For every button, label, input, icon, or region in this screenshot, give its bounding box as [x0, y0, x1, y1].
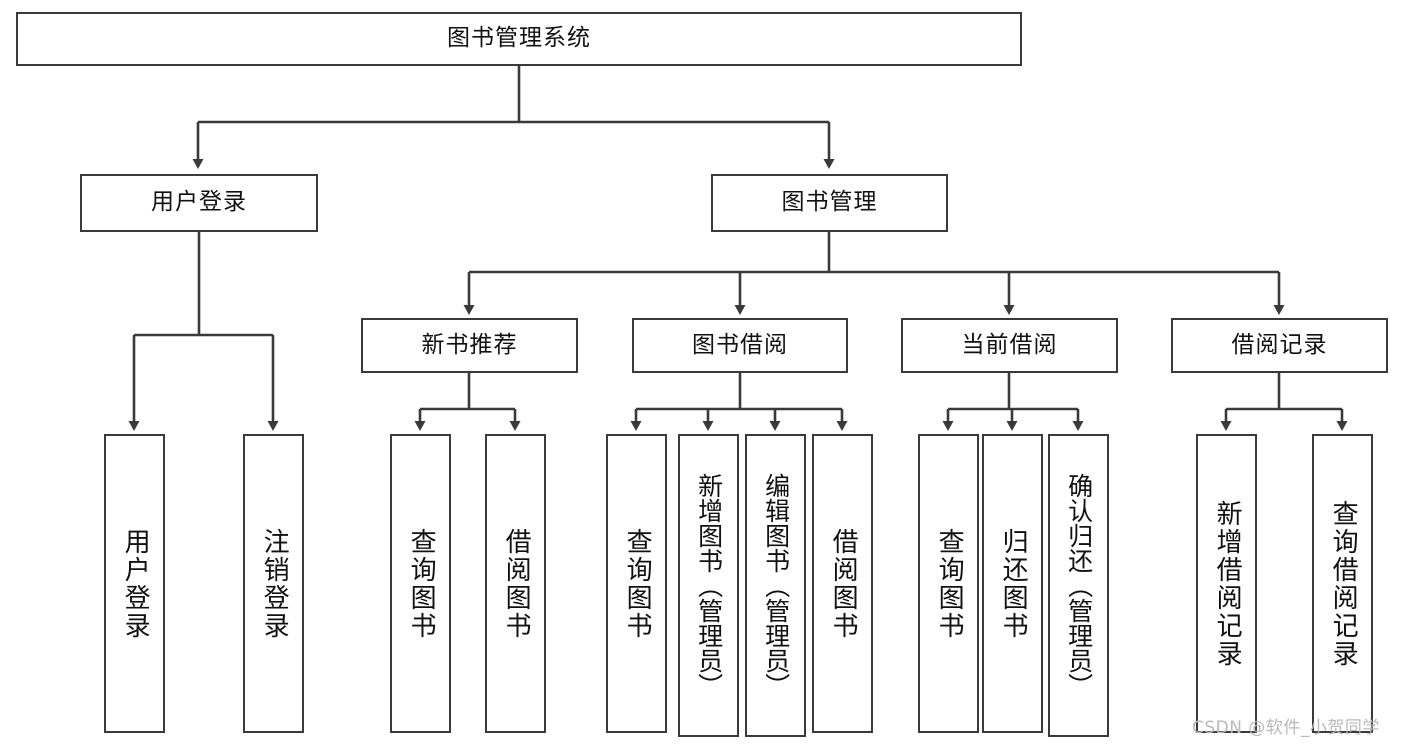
leaf-borrow-book-bb-label: 借阅图书: [828, 527, 859, 640]
leaf-return-book-label: 归还图书: [998, 527, 1029, 640]
leaf-query-book-bb[interactable]: 查询图书: [606, 434, 667, 733]
leaf-add-borrow-record-label: 新增借阅记录: [1212, 499, 1243, 668]
leaf-query-book-nbr-label: 查询图书: [406, 527, 437, 640]
leaf-query-book-nbr[interactable]: 查询图书: [390, 434, 451, 733]
leaf-user-login-label: 用户登录: [120, 527, 151, 640]
leaf-return-book[interactable]: 归还图书: [982, 434, 1043, 733]
leaf-query-book-cb[interactable]: 查询图书: [918, 434, 979, 733]
leaf-add-book-admin-label: 新增图书（管理员）: [694, 473, 724, 698]
leaf-borrow-book-bb[interactable]: 借阅图书: [812, 434, 873, 733]
leaf-add-book-admin[interactable]: 新增图书（管理员）: [678, 434, 739, 737]
leaf-add-borrow-record[interactable]: 新增借阅记录: [1196, 434, 1257, 733]
node-borrow-record-label: 借阅记录: [1231, 331, 1328, 358]
node-current-borrow-label: 当前借阅: [961, 331, 1058, 358]
leaf-query-borrow-record-label: 查询借阅记录: [1328, 499, 1359, 668]
leaf-query-book-bb-label: 查询图书: [622, 527, 653, 640]
node-borrow-record[interactable]: 借阅记录: [1171, 318, 1388, 373]
leaf-user-login[interactable]: 用户登录: [104, 434, 165, 733]
node-root-label: 图书管理系统: [447, 25, 591, 52]
leaf-confirm-return-admin-label: 确认归还（管理员）: [1064, 473, 1094, 698]
node-book-borrow[interactable]: 图书借阅: [632, 318, 848, 373]
node-new-book-recommend-label: 新书推荐: [421, 331, 518, 358]
leaf-logout-label: 注销登录: [259, 527, 290, 640]
leaf-logout[interactable]: 注销登录: [243, 434, 304, 733]
leaf-edit-book-admin[interactable]: 编辑图书（管理员）: [745, 434, 806, 737]
node-user-login-label: 用户登录: [151, 189, 247, 216]
leaf-query-borrow-record[interactable]: 查询借阅记录: [1312, 434, 1373, 733]
leaf-confirm-return-admin[interactable]: 确认归还（管理员）: [1048, 434, 1109, 737]
node-current-borrow[interactable]: 当前借阅: [901, 318, 1118, 373]
node-book-borrow-label: 图书借阅: [692, 331, 788, 358]
leaf-borrow-book-nbr[interactable]: 借阅图书: [485, 434, 546, 733]
leaf-borrow-book-nbr-label: 借阅图书: [501, 527, 532, 640]
node-user-login[interactable]: 用户登录: [80, 174, 318, 232]
node-book-management[interactable]: 图书管理: [711, 174, 948, 232]
leaf-edit-book-admin-label: 编辑图书（管理员）: [761, 473, 791, 698]
node-root[interactable]: 图书管理系统: [16, 12, 1022, 66]
leaf-query-book-cb-label: 查询图书: [934, 527, 965, 640]
csdn-watermark: CSDN @软件_小贺同学: [1192, 718, 1380, 738]
node-new-book-recommend[interactable]: 新书推荐: [361, 318, 578, 373]
node-book-management-label: 图书管理: [781, 189, 878, 216]
